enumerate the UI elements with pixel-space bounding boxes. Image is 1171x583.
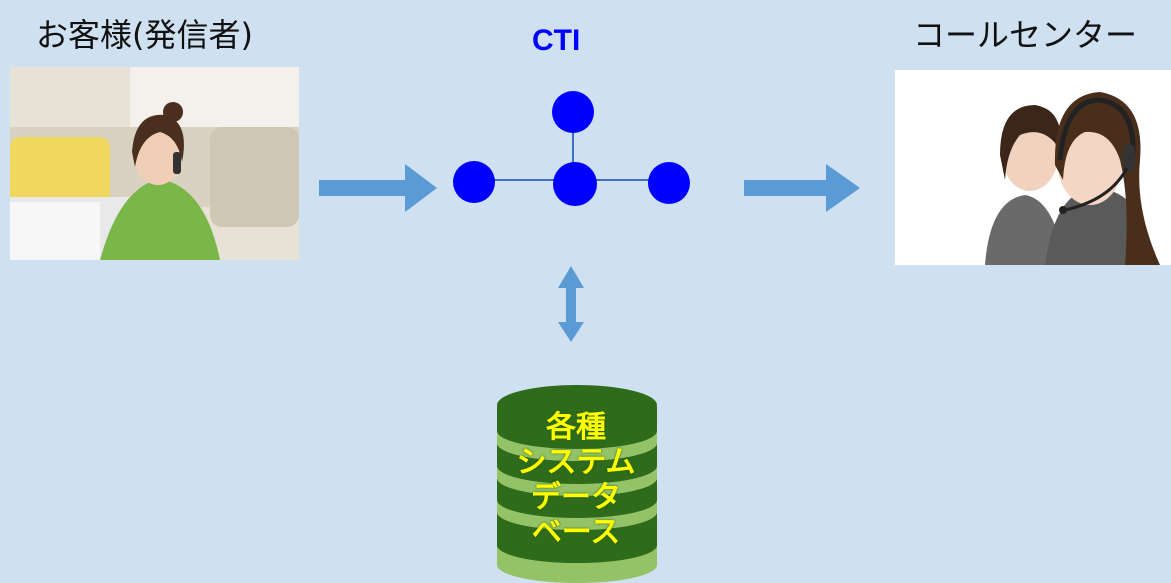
cti-node-top — [552, 91, 594, 133]
caller-label: お客様(発信者) — [36, 16, 253, 54]
database-icon — [497, 385, 657, 583]
cti-node-center — [553, 162, 597, 206]
double-arrow-cti-database — [558, 266, 584, 342]
cti-node-right — [648, 162, 690, 204]
caller-photo — [10, 67, 299, 260]
database-label-line-4: ベース — [531, 515, 621, 550]
cti-node-left — [453, 161, 495, 203]
arrow-caller-to-cti — [319, 164, 437, 212]
call-center-label: コールセンター — [913, 16, 1138, 54]
database-label-line-1: 各種 — [546, 410, 606, 445]
cti-label: CTI — [532, 24, 581, 57]
database-label: 各種 システム データ ベース — [496, 410, 656, 550]
database-label-line-2: システム — [516, 445, 636, 480]
arrow-cti-to-call-center — [744, 164, 860, 212]
database-label-line-3: データ — [531, 480, 621, 515]
call-center-photo — [895, 70, 1171, 265]
